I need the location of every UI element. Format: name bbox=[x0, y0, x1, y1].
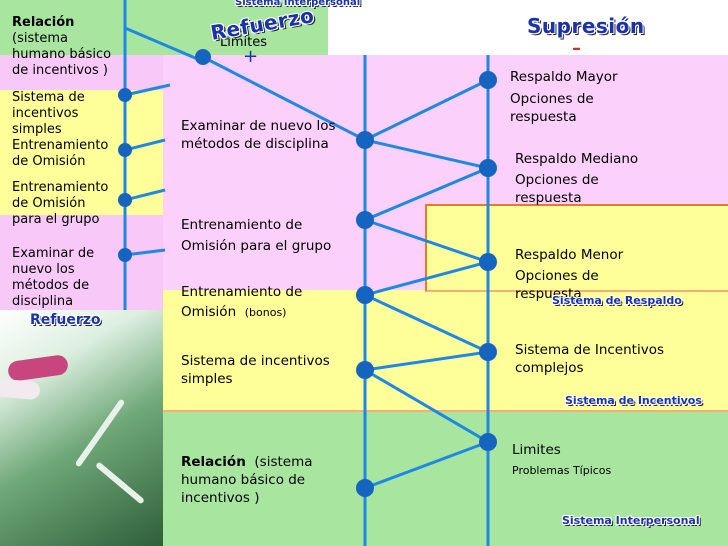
region-respaldo bbox=[163, 55, 728, 205]
zigzag-connector bbox=[202, 55, 494, 490]
item-mayor-opts: Opciones de respuesta bbox=[510, 91, 594, 125]
item-limites: Limites bbox=[512, 442, 561, 458]
item-complejos: Sistema de Incentivos complejos bbox=[515, 342, 664, 376]
item-mayor: Respaldo Mayor bbox=[510, 69, 618, 85]
step-line bbox=[425, 204, 728, 206]
bg-refuerzo-label: Refuerzo bbox=[30, 312, 101, 328]
step-line bbox=[425, 205, 427, 291]
item-mediano: Respaldo Mediano bbox=[515, 151, 639, 167]
item-grupo-line1: Entrenamiento de bbox=[181, 217, 303, 233]
node-limites bbox=[479, 433, 497, 451]
region-interpersonal bbox=[163, 410, 728, 546]
node-relacion bbox=[356, 479, 374, 497]
label-sistema-respaldo: Sistema de Respaldo bbox=[552, 294, 682, 307]
node-omision bbox=[356, 286, 374, 304]
bg-diagonal-line bbox=[124, 26, 201, 62]
item-omision-line2: Omisión (bonos) bbox=[181, 304, 287, 320]
node-complejos bbox=[479, 343, 497, 361]
node-menor bbox=[479, 253, 497, 271]
item-mediano-opts: Opciones de respuesta bbox=[515, 172, 599, 206]
node-simples bbox=[356, 361, 374, 379]
bg-node bbox=[118, 248, 132, 262]
label-sistema-incentivos: Sistema de Incentivos bbox=[565, 394, 702, 407]
bg-interpersonal-title: Sistema Interpersonal bbox=[235, 0, 361, 8]
region-incentivos bbox=[163, 290, 728, 410]
label-sistema-interpersonal: Sistema Interpersonal bbox=[562, 514, 700, 527]
item-examinar: Examinar de nuevo los métodos de discipl… bbox=[181, 118, 336, 152]
bg-item-simples: Sistema de incentivos simples bbox=[12, 90, 85, 137]
item-omision-line1: Entrenamiento de bbox=[181, 284, 303, 300]
bg-item-grupo: Entrenamiento de Omisión para el grupo bbox=[12, 180, 109, 227]
minus-sign: – bbox=[572, 38, 581, 59]
item-menor-opts: Opciones de respuesta bbox=[515, 268, 599, 302]
bg-item-relacion: Relación (sistema humano básico de incen… bbox=[12, 15, 112, 78]
bg-item-omision: Entrenamiento de Omisión bbox=[12, 138, 109, 169]
item-relacion: Relación (sistema humano básico de incen… bbox=[181, 454, 313, 506]
bg-node bbox=[118, 193, 132, 207]
item-problemas: Problemas Típicos bbox=[512, 464, 612, 477]
node-mediano bbox=[479, 159, 497, 177]
item-menor: Respaldo Menor bbox=[515, 247, 624, 263]
header-supresion: Supresión bbox=[527, 14, 645, 38]
node-grupo bbox=[356, 211, 374, 229]
bg-node bbox=[118, 143, 132, 157]
bg-node bbox=[118, 88, 132, 102]
separator-line bbox=[425, 290, 728, 292]
item-grupo-line2: Omisión para el grupo bbox=[181, 238, 332, 254]
node-mayor bbox=[479, 71, 497, 89]
node-examinar bbox=[356, 131, 374, 149]
plus-sign: + bbox=[243, 46, 259, 67]
bg-item-examinar: Examinar de nuevo los métodos de discipl… bbox=[12, 246, 95, 309]
chalkboard-image bbox=[0, 310, 163, 546]
separator-line bbox=[163, 410, 728, 412]
region-respaldo-left bbox=[163, 205, 425, 290]
item-omision-bonos: (bonos) bbox=[244, 306, 287, 319]
bg-limites-text: Limites bbox=[220, 35, 267, 50]
bg-diagonal-line bbox=[124, 83, 171, 97]
item-simples: Sistema de incentivos simples bbox=[181, 353, 330, 387]
node-top-left bbox=[195, 49, 211, 65]
region-incentivos-step bbox=[425, 205, 728, 290]
